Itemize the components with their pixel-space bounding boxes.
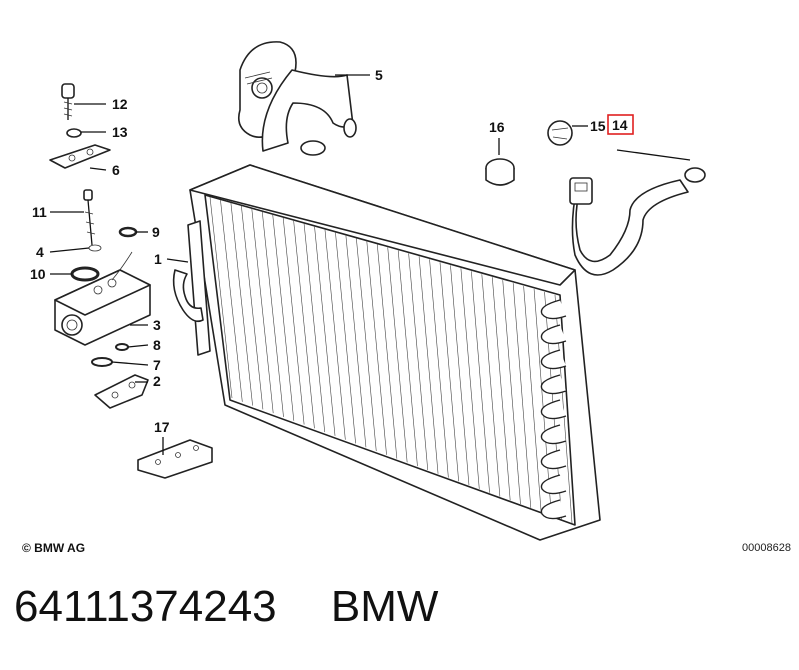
callout-13[interactable]: 13 [112, 124, 128, 140]
bracket-6[interactable] [49, 144, 111, 169]
oring-7[interactable] [91, 357, 113, 367]
expansion-valve-3[interactable] [54, 251, 151, 346]
temperature-sensor-14[interactable] [569, 149, 706, 276]
evaporator-core[interactable] [172, 164, 601, 541]
callout-11[interactable]: 11 [32, 204, 47, 220]
oring-9[interactable] [118, 226, 138, 238]
callout-4[interactable]: 4 [36, 244, 44, 260]
bolt-12[interactable] [61, 83, 75, 120]
bracket-2[interactable] [94, 374, 149, 409]
callout-14[interactable]: 14 [612, 117, 628, 133]
callout-14-highlight [607, 114, 634, 135]
parts-diagram: 12 13 6 11 9 4 1 10 3 8 7 2 17 5 16 15 1… [30, 41, 706, 541]
bracket-17[interactable] [137, 439, 213, 479]
clip-15[interactable] [547, 120, 573, 146]
oring-10[interactable] [70, 266, 100, 282]
callout-5[interactable]: 5 [375, 67, 383, 83]
caption: 64111374243 BMW [14, 582, 438, 632]
callout-1[interactable]: 1 [154, 251, 162, 267]
callout-17[interactable]: 17 [154, 419, 170, 435]
washer-13[interactable] [66, 128, 82, 138]
callout-8[interactable]: 8 [153, 337, 161, 353]
plug-16[interactable] [485, 158, 515, 186]
callout-16[interactable]: 16 [489, 119, 505, 135]
suction-pipe[interactable] [237, 41, 357, 156]
bolt-11[interactable] [83, 189, 96, 246]
oring-8[interactable] [115, 343, 129, 351]
callout-10[interactable]: 10 [30, 266, 46, 282]
diagram-code: 00008628 [742, 542, 791, 554]
callout-7[interactable]: 7 [153, 357, 161, 373]
callout-9[interactable]: 9 [152, 224, 160, 240]
callout-6[interactable]: 6 [112, 162, 120, 178]
washer-4[interactable] [88, 244, 102, 252]
callout-labels: 12 13 6 11 9 4 1 10 3 8 7 2 17 5 16 15 1… [30, 67, 634, 435]
callout-3[interactable]: 3 [153, 317, 161, 333]
callout-12[interactable]: 12 [112, 96, 128, 112]
brand-name: BMW [330, 582, 439, 631]
callout-15[interactable]: 15 [590, 118, 606, 134]
part-number: 64111374243 [14, 582, 277, 631]
copyright: © BMW AG [22, 541, 86, 555]
leader-lines [49, 74, 588, 455]
callout-2[interactable]: 2 [153, 373, 161, 389]
